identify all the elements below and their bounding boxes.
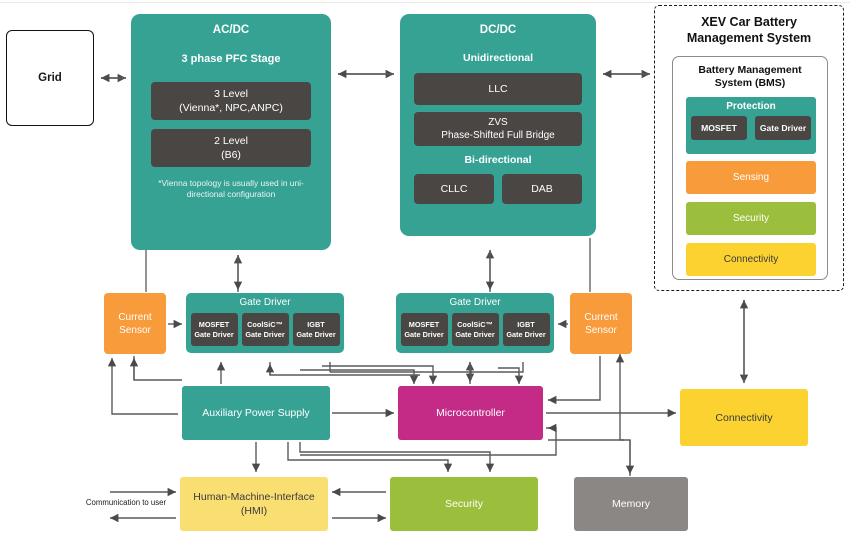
gate-driver-right-row: MOSFET Gate Driver CoolSiC™ Gate Driver … bbox=[400, 313, 550, 346]
gd-l-coolsic-line1: CoolSiC™ bbox=[247, 320, 283, 329]
dcdc-dab-label: DAB bbox=[531, 183, 553, 195]
gate-driver-left-row: MOSFET Gate Driver CoolSiC™ Gate Driver … bbox=[190, 313, 340, 346]
gd-l-coolsic-line2: Gate Driver bbox=[245, 329, 285, 339]
memory-block[interactable]: Memory bbox=[574, 477, 688, 531]
security-label: Security bbox=[445, 498, 483, 510]
acdc-3level-line1: 3 Level bbox=[214, 88, 248, 100]
microcontroller-label: Microcontroller bbox=[436, 407, 505, 419]
xev-title-line2: Management System bbox=[686, 31, 812, 45]
gate-driver-left-block[interactable]: Gate Driver MOSFET Gate Driver CoolSiC™ … bbox=[186, 293, 344, 353]
grid-block[interactable]: Grid bbox=[6, 30, 94, 126]
gate-driver-left-coolsic[interactable]: CoolSiC™ Gate Driver bbox=[241, 313, 289, 346]
auxiliary-power-supply-label: Auxiliary Power Supply bbox=[202, 407, 310, 419]
acdc-footnote: *Vienna topology is usually used in uni-… bbox=[158, 178, 304, 199]
gd-r-mosfet-line1: MOSFET bbox=[408, 320, 440, 329]
dcdc-zvs-line2: Phase-Shifted Full Bridge bbox=[441, 130, 555, 141]
xev-title-line1: XEV Car Battery bbox=[701, 15, 797, 29]
gd-l-igbt-line1: IGBT bbox=[307, 320, 325, 329]
dcdc-bidirectional-label: Bi-directional bbox=[464, 154, 532, 166]
xev-battery-management-panel: XEV Car Battery Management System Batter… bbox=[654, 5, 844, 291]
dcdc-llc-label: LLC bbox=[488, 83, 508, 95]
gate-driver-right-igbt[interactable]: IGBT Gate Driver bbox=[502, 313, 550, 346]
microcontroller-block[interactable]: Microcontroller bbox=[398, 386, 543, 440]
gd-r-coolsic-line1: CoolSiC™ bbox=[457, 320, 493, 329]
gate-driver-right-coolsic[interactable]: CoolSiC™ Gate Driver bbox=[451, 313, 499, 346]
acdc-title: AC/DC bbox=[212, 24, 250, 36]
bms-protection-gate-driver[interactable]: Gate Driver bbox=[755, 116, 811, 140]
bms-protection-row: MOSFET Gate Driver bbox=[686, 112, 816, 140]
grid-label: Grid bbox=[38, 72, 62, 84]
bms-connectivity-bar[interactable]: Connectivity bbox=[686, 243, 816, 276]
dcdc-cllc-label: CLLC bbox=[440, 183, 468, 195]
hmi-line1: Human-Machine-Interface bbox=[193, 491, 315, 503]
bms-title-line2: System (BMS) bbox=[714, 77, 786, 89]
hmi-block[interactable]: Human-Machine-Interface (HMI) bbox=[180, 477, 328, 531]
gd-r-mosfet-line2: Gate Driver bbox=[404, 329, 444, 339]
current-sensor-left[interactable]: Current Sensor bbox=[104, 293, 166, 354]
dcdc-cllc-block[interactable]: CLLC bbox=[414, 174, 494, 204]
dcdc-zvs-line1: ZVS bbox=[488, 117, 508, 128]
dcdc-dab-block[interactable]: DAB bbox=[502, 174, 582, 204]
security-block[interactable]: Security bbox=[390, 477, 538, 531]
current-sensor-right-line1: Current bbox=[584, 311, 618, 323]
xev-panel-title: XEV Car Battery Management System bbox=[655, 14, 843, 46]
acdc-3level-block[interactable]: 3 Level (Vienna*, NPC,ANPC) bbox=[151, 82, 311, 120]
current-sensor-left-line1: Current bbox=[118, 311, 152, 323]
gate-driver-right-mosfet[interactable]: MOSFET Gate Driver bbox=[400, 313, 448, 346]
gate-driver-left-mosfet[interactable]: MOSFET Gate Driver bbox=[190, 313, 238, 346]
acdc-3level-line2: (Vienna*, NPC,ANPC) bbox=[179, 102, 283, 114]
gd-r-igbt-line1: IGBT bbox=[517, 320, 535, 329]
connectivity-block[interactable]: Connectivity bbox=[680, 389, 808, 446]
current-sensor-right[interactable]: Current Sensor bbox=[570, 293, 632, 354]
gd-l-mosfet-line2: Gate Driver bbox=[194, 329, 234, 339]
dcdc-llc-block[interactable]: LLC bbox=[414, 73, 582, 105]
bms-sensing-bar[interactable]: Sensing bbox=[686, 161, 816, 194]
acdc-2level-block[interactable]: 2 Level (B6) bbox=[151, 129, 311, 167]
gd-l-mosfet-line1: MOSFET bbox=[198, 320, 230, 329]
bms-protection-block[interactable]: Protection MOSFET Gate Driver bbox=[686, 97, 816, 154]
gd-r-igbt-line2: Gate Driver bbox=[506, 329, 546, 339]
gd-l-igbt-line2: Gate Driver bbox=[296, 329, 336, 339]
gate-driver-left-title: Gate Driver bbox=[239, 297, 291, 308]
bms-title-line1: Battery Management bbox=[698, 64, 802, 76]
dcdc-unidirectional-label: Unidirectional bbox=[462, 52, 533, 64]
acdc-subtitle: 3 phase PFC Stage bbox=[181, 53, 281, 65]
bms-block[interactable]: Battery Management System (BMS) Protecti… bbox=[672, 56, 828, 280]
auxiliary-power-supply-block[interactable]: Auxiliary Power Supply bbox=[182, 386, 330, 440]
connectivity-label: Connectivity bbox=[715, 411, 773, 424]
gate-driver-left-igbt[interactable]: IGBT Gate Driver bbox=[292, 313, 340, 346]
current-sensor-right-line2: Sensor bbox=[585, 324, 617, 336]
gate-driver-right-title: Gate Driver bbox=[449, 297, 501, 308]
acdc-2level-line1: 2 Level bbox=[214, 135, 248, 147]
hmi-line2: (HMI) bbox=[240, 505, 268, 517]
current-sensor-left-line2: Sensor bbox=[119, 324, 151, 336]
bms-protection-mosfet[interactable]: MOSFET bbox=[691, 116, 747, 140]
gd-r-coolsic-line2: Gate Driver bbox=[455, 329, 495, 339]
dcdc-zvs-block[interactable]: ZVS Phase-Shifted Full Bridge bbox=[414, 112, 582, 146]
dcdc-bidirectional-row: CLLC DAB bbox=[414, 174, 582, 204]
acdc-block[interactable]: AC/DC 3 phase PFC Stage 3 Level (Vienna*… bbox=[131, 14, 331, 250]
bms-protection-title: Protection bbox=[726, 101, 776, 112]
bms-title: Battery Management System (BMS) bbox=[673, 64, 827, 90]
memory-label: Memory bbox=[612, 498, 650, 510]
gate-driver-right-block[interactable]: Gate Driver MOSFET Gate Driver CoolSiC™ … bbox=[396, 293, 554, 353]
dcdc-block[interactable]: DC/DC Unidirectional LLC ZVS Phase-Shift… bbox=[400, 14, 596, 236]
top-divider bbox=[0, 2, 850, 3]
bms-security-bar[interactable]: Security bbox=[686, 202, 816, 235]
dcdc-title: DC/DC bbox=[479, 24, 517, 36]
communication-to-user-label: Communication to user bbox=[85, 498, 167, 507]
acdc-2level-line2: (B6) bbox=[221, 149, 241, 161]
